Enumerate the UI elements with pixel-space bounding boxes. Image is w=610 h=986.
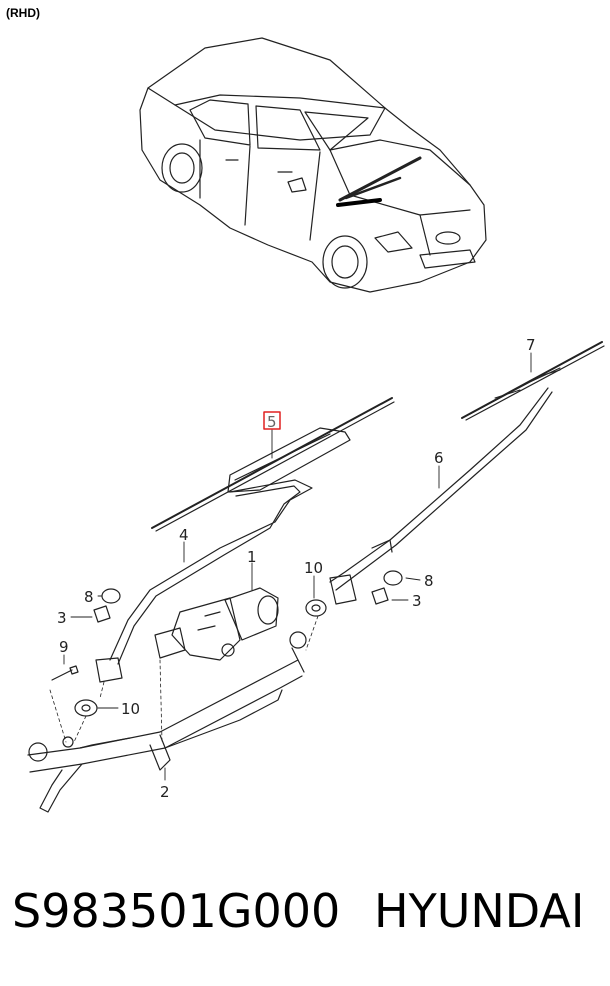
wiper-motor (154, 587, 279, 661)
wiper-parts-diagram: 1 2 3 3 4 5 6 7 8 8 9 10 10 (27, 37, 605, 813)
callout-6: 6 (434, 449, 444, 467)
variant-label: (RHD) (6, 6, 40, 20)
wiper-arm-left (95, 479, 313, 683)
callout-10-left: 10 (121, 700, 140, 718)
callout-8-left: 8 (84, 588, 94, 606)
callout-10-right: 10 (304, 559, 323, 577)
callout-2: 2 (160, 783, 170, 801)
highlight-box (263, 411, 281, 430)
wiper-arm-right (329, 387, 553, 605)
car-illustration (139, 37, 487, 293)
callout-3-right: 3 (412, 592, 422, 610)
part-number: S983501G000 (12, 884, 341, 938)
callout-4: 4 (179, 526, 189, 544)
callout-3-left: 3 (57, 609, 67, 627)
brand-name: HYUNDAI (374, 884, 585, 938)
callout-5: 5 (267, 413, 277, 431)
wiper-linkage (27, 631, 307, 813)
wiper-blade-left (151, 397, 395, 532)
footer-caption: S983501G000 HYUNDAI (12, 884, 608, 944)
wiper-blade-right (461, 341, 605, 421)
callout-8-right: 8 (424, 572, 434, 590)
callout-1: 1 (247, 548, 257, 566)
callout-9: 9 (59, 638, 69, 656)
guide-lines (49, 615, 319, 743)
leader-lines (63, 352, 532, 781)
callout-7: 7 (526, 336, 536, 354)
